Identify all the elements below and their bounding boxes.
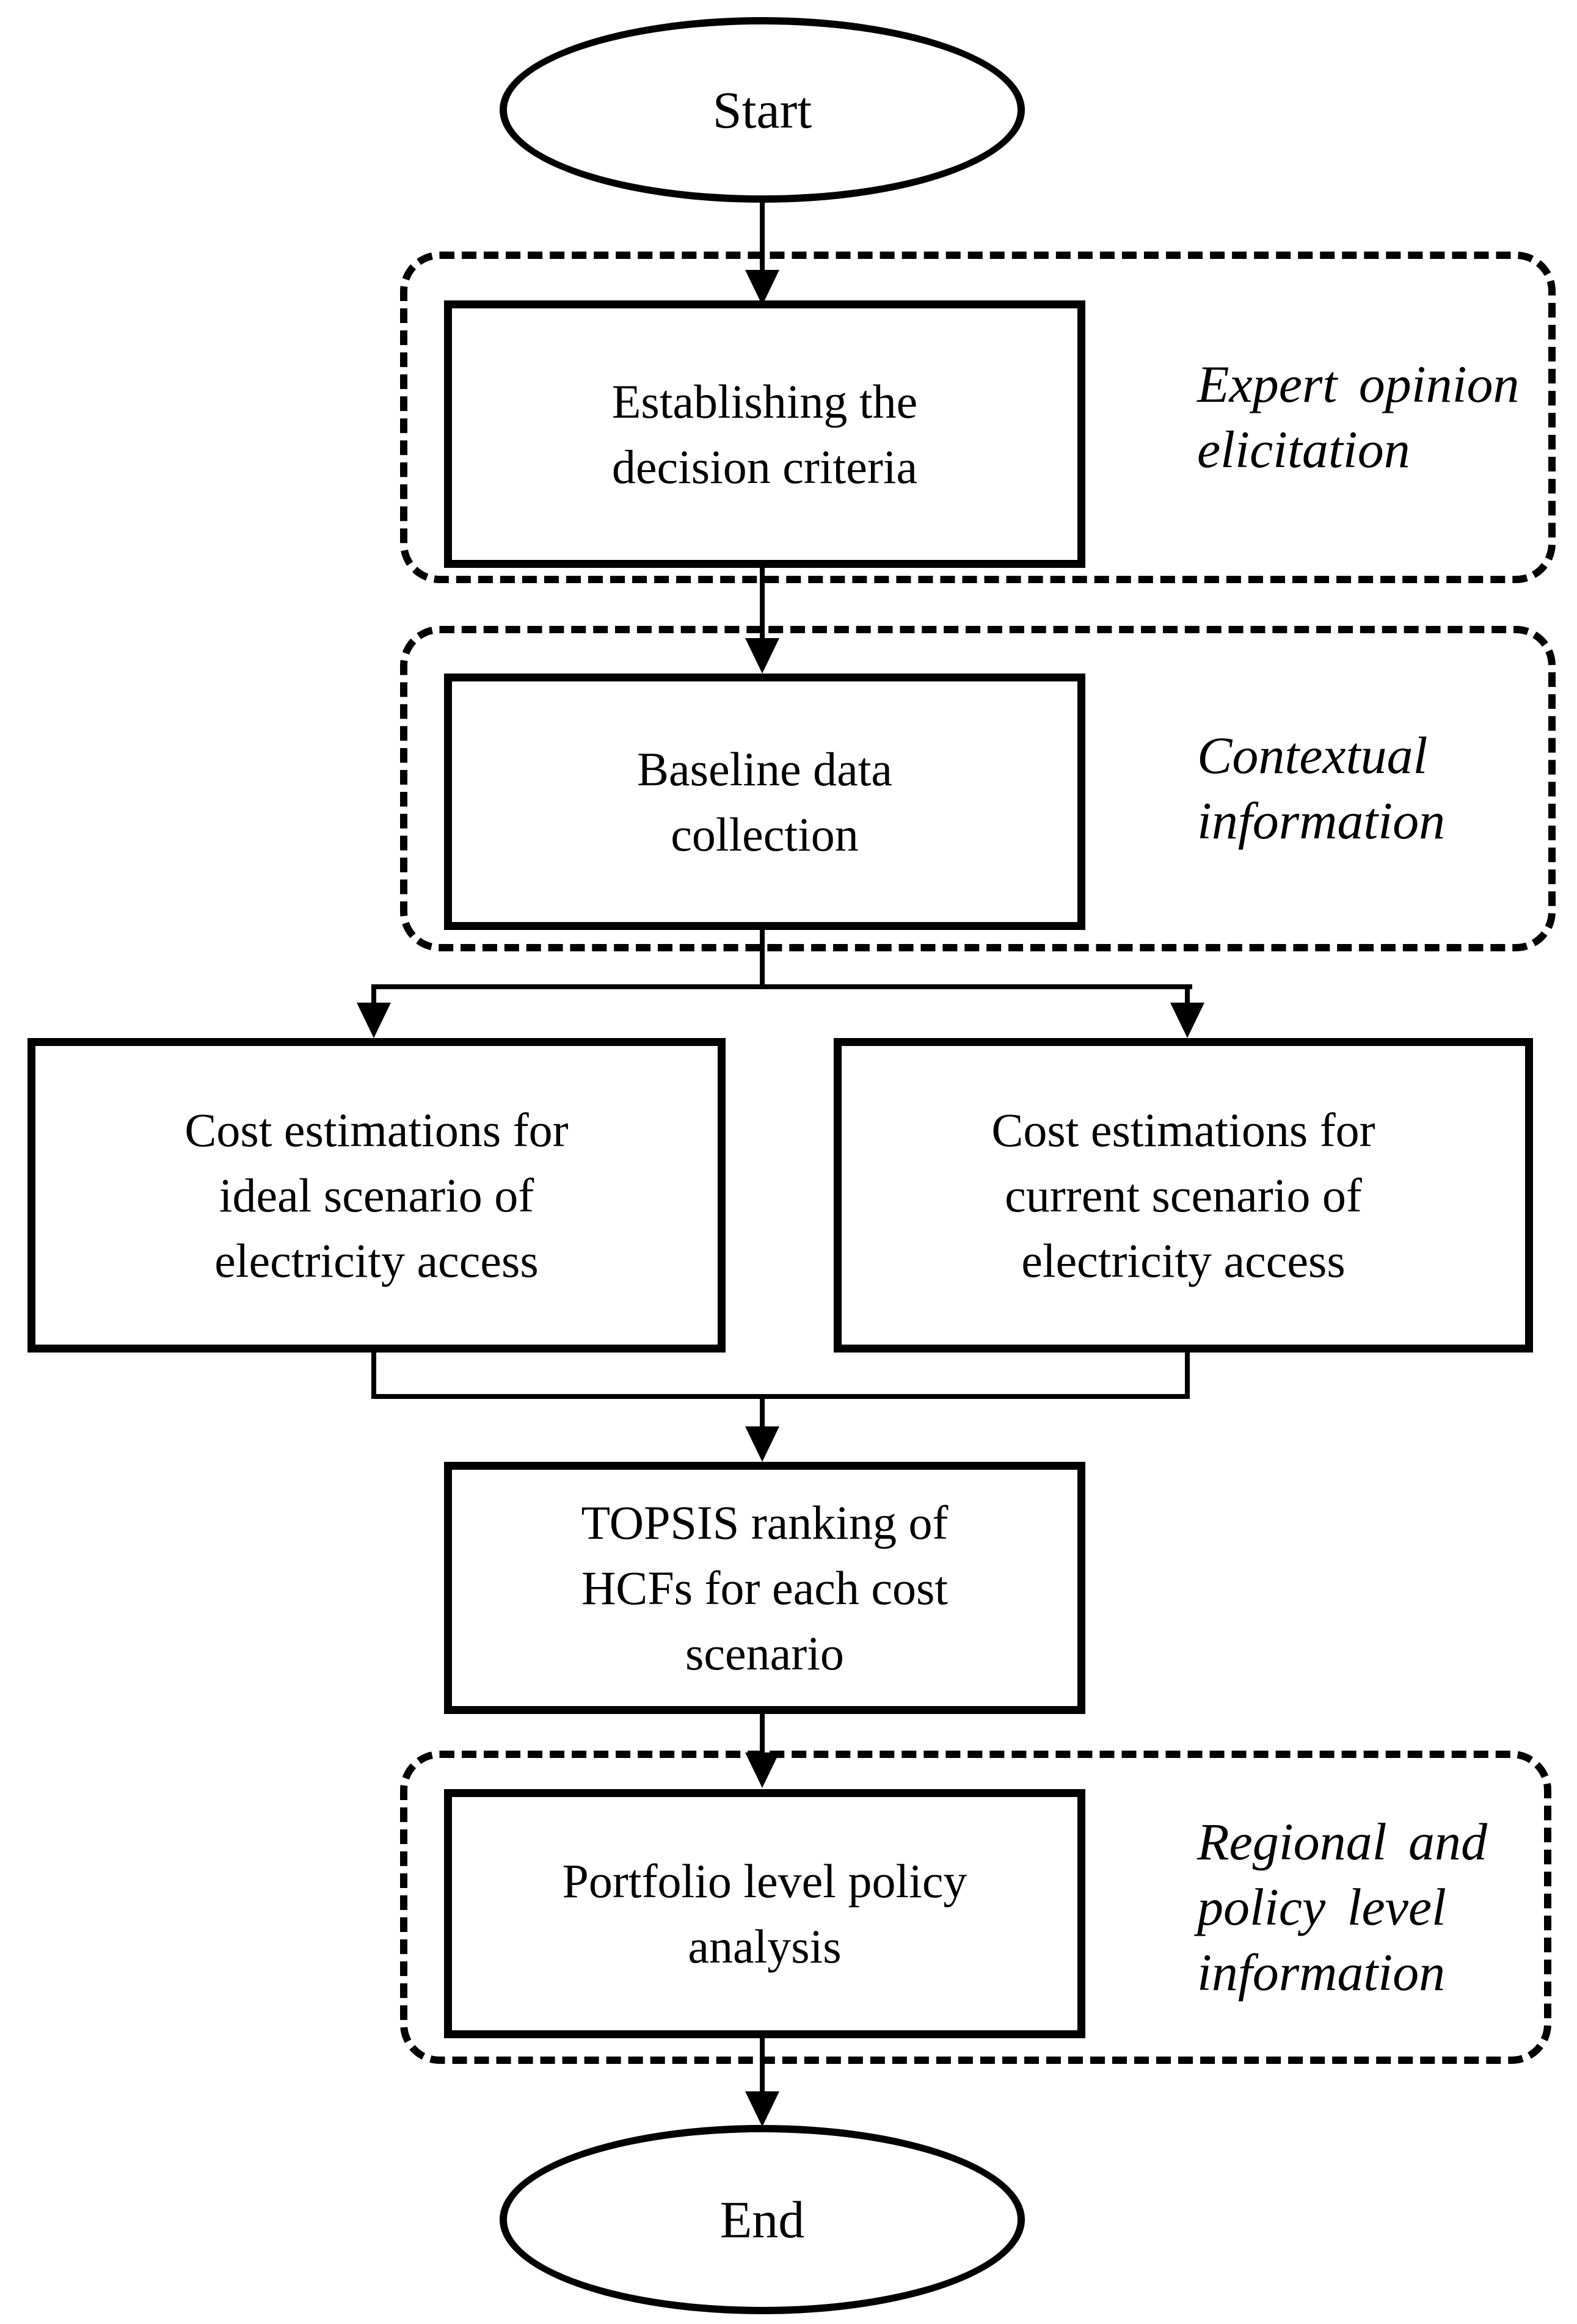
process-label: TOPSIS ranking of HCFs for each cost sce… [581, 1490, 949, 1686]
end-label: End [719, 2190, 805, 2249]
process-baseline-collection: Baseline data collection [444, 674, 1085, 930]
process-label: Portfolio level policy analysis [563, 1848, 967, 1979]
process-portfolio-analysis: Portfolio level policy analysis [444, 1789, 1085, 2038]
process-label-line: Baseline data [637, 743, 892, 796]
process-label: Cost estimations for current scenario of… [991, 1097, 1375, 1293]
annotation-line: elicitation [1197, 420, 1410, 479]
process-label-line: HCFs for each cost [581, 1561, 949, 1614]
connector-merge-to-topsis [760, 1394, 765, 1431]
arrow-down-head-icon [357, 1003, 391, 1038]
process-label-line: Cost estimations for [991, 1103, 1375, 1157]
start-label: Start [712, 81, 812, 139]
expert-opinion-group-outline [400, 252, 1556, 583]
arrow-down-head-icon [745, 270, 779, 305]
process-label-line: scenario [685, 1627, 844, 1680]
process-label-line: ideal scenario of [219, 1169, 534, 1222]
arrow-down-head-icon [745, 2091, 779, 2127]
process-label-line: electricity access [214, 1234, 539, 1287]
connector-merge-horizontal [371, 1394, 1190, 1399]
contextual-group-outline [400, 626, 1556, 951]
connector-split-horizontal [371, 984, 1192, 989]
connector-baseline-stem [760, 930, 765, 989]
annotation-line: policy level [1197, 1878, 1446, 1936]
connector-merge-left [371, 1353, 376, 1399]
process-label-line: electricity access [1021, 1234, 1346, 1287]
annotation-regional: Regional and policy level information [1197, 1809, 1487, 2005]
process-label-line: collection [671, 808, 859, 861]
process-label-line: decision criteria [611, 440, 918, 493]
process-label: Baseline data collection [637, 736, 892, 867]
process-label: Establishing the decision criteria [612, 369, 917, 499]
arrow-down-head-icon [745, 1752, 779, 1788]
start-terminator: Start [500, 17, 1025, 203]
connector-merge-right [1185, 1353, 1190, 1399]
process-ideal-cost: Cost estimations for ideal scenario of e… [27, 1038, 726, 1353]
connector-split-right [1185, 984, 1190, 1005]
arrow-down-head-icon [1170, 1003, 1204, 1038]
annotation-line: information [1197, 791, 1446, 850]
process-establish-criteria: Establishing the decision criteria [444, 300, 1085, 568]
process-label-line: Cost estimations for [184, 1103, 569, 1157]
end-terminator: End [500, 2125, 1025, 2314]
process-label-line: Establishing the [611, 375, 918, 428]
process-label: Cost estimations for ideal scenario of e… [184, 1097, 568, 1293]
process-current-cost: Cost estimations for current scenario of… [834, 1038, 1533, 1353]
arrow-down-head-icon [745, 1426, 779, 1462]
process-topsis-ranking: TOPSIS ranking of HCFs for each cost sce… [444, 1462, 1085, 1714]
process-label-line: current scenario of [1005, 1169, 1362, 1222]
process-label-line: analysis [688, 1920, 842, 1973]
annotation-contextual: Contextual information [1197, 723, 1445, 854]
process-label-line: TOPSIS ranking of [581, 1496, 949, 1549]
connector-start-to-criteria [760, 202, 765, 271]
connector-criteria-to-baseline [760, 568, 765, 639]
arrow-down-head-icon [745, 638, 779, 674]
process-label-line: Portfolio level policy [562, 1854, 967, 1908]
connector-portfolio-to-end [760, 2038, 765, 2093]
regional-group-outline [400, 1751, 1551, 2064]
connector-split-left [371, 984, 376, 1005]
annotation-line: Contextual [1197, 726, 1428, 785]
annotation-line: Expert opinion [1197, 355, 1520, 413]
annotation-expert-opinion: Expert opinion elicitation [1197, 352, 1520, 482]
annotation-line: Regional and [1197, 1812, 1487, 1871]
connector-topsis-to-portfolio [760, 1714, 765, 1754]
annotation-line: information [1197, 1943, 1446, 2002]
